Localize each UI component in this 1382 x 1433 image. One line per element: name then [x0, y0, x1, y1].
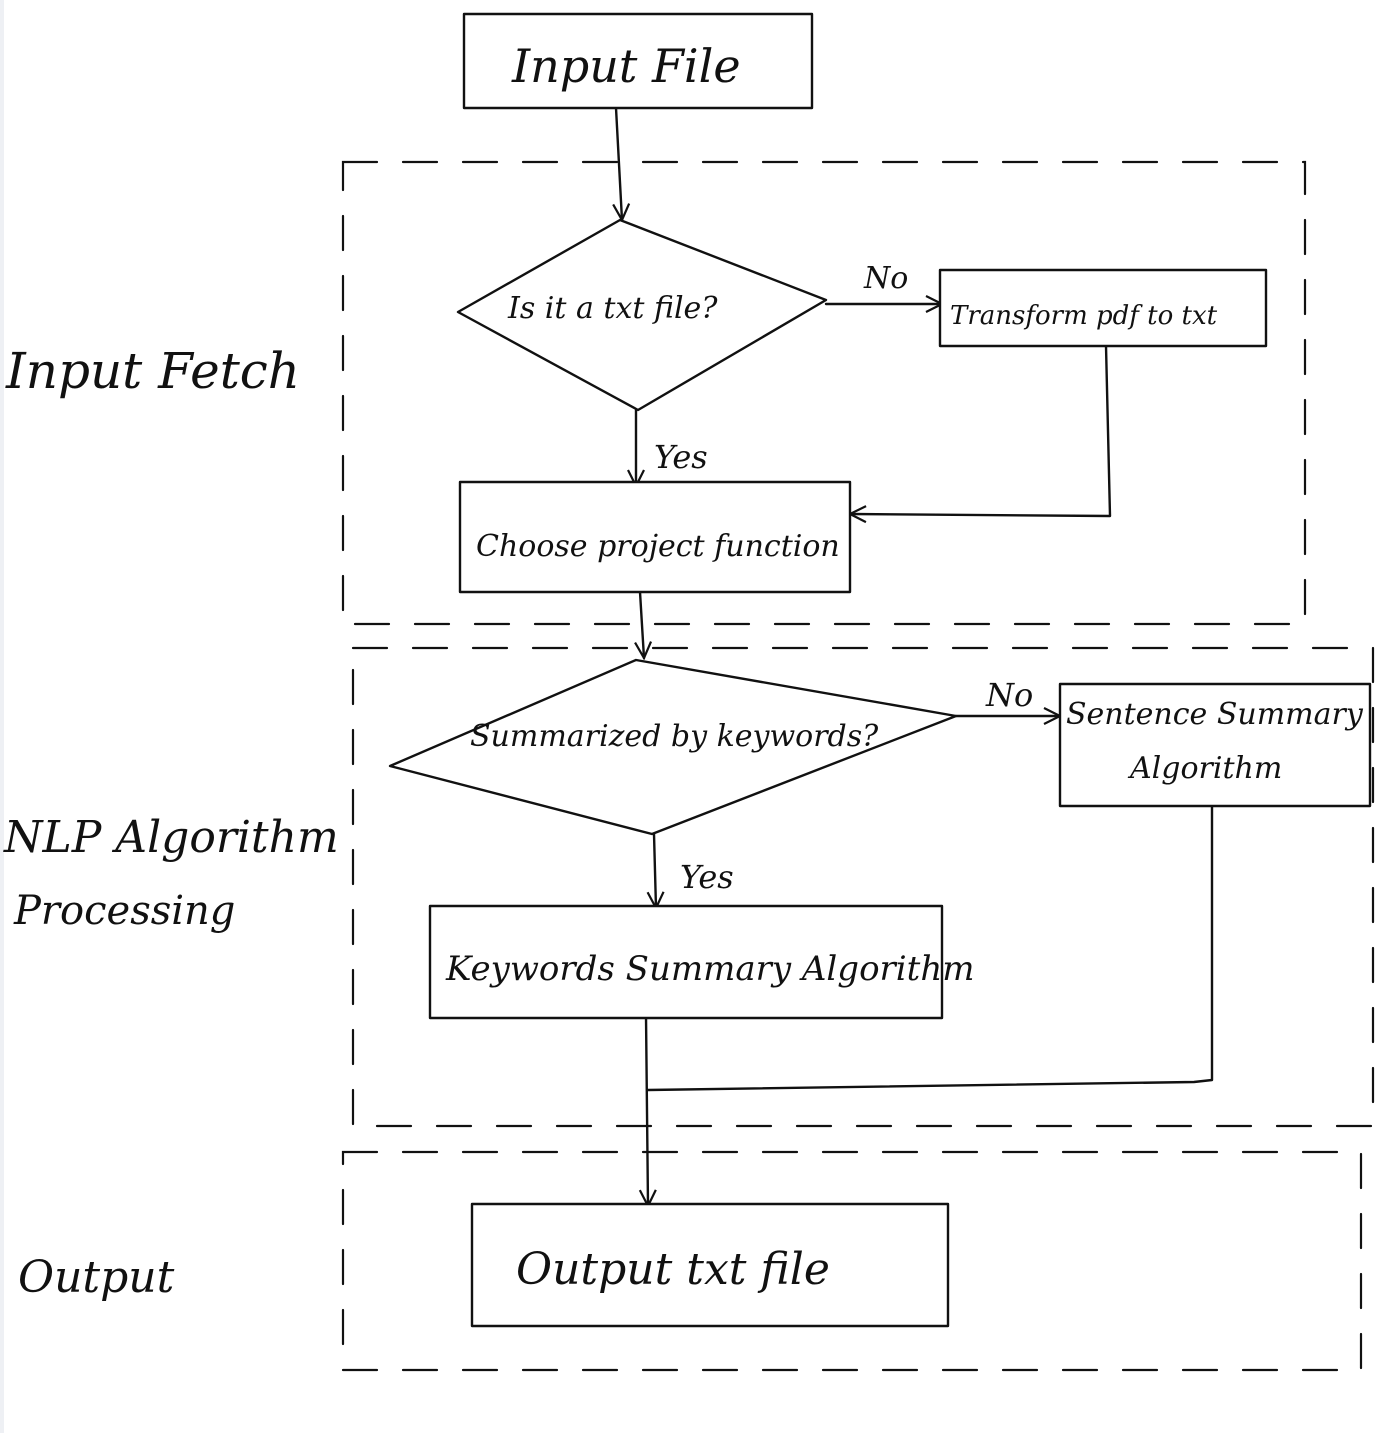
input-fetch-group [341, 160, 1307, 626]
edge-label-no-1: No [863, 261, 908, 296]
edge-input-to-decision1 [616, 106, 622, 220]
output-group [341, 1150, 1363, 1372]
section-label-output: Output [18, 1252, 175, 1303]
node-is-txt-label: Is it a txt file? [507, 291, 718, 326]
edge-sentence-to-merge [646, 804, 1214, 1092]
node-keywords-summary [428, 904, 944, 1020]
node-choose-function-label: Choose project function [476, 529, 840, 564]
edge-choose-to-decision2 [640, 590, 644, 658]
edge-transform-to-choose [850, 344, 1112, 516]
node-keywords-summary-label: Keywords Summary Algorithm [445, 949, 974, 989]
section-label-nlp-line1: NLP Algorithm [3, 812, 339, 863]
node-input-file-label: Input File [511, 39, 741, 93]
node-summarized-label: Summarized by keywords? [470, 719, 879, 754]
node-transform [938, 268, 1268, 348]
section-label-input-fetch: Input Fetch [5, 342, 300, 400]
nlp-processing-group [351, 646, 1375, 1128]
node-output-file [470, 1202, 950, 1328]
node-output-file-label: Output txt file [516, 1244, 830, 1295]
node-transform-label: Transform pdf to txt [950, 301, 1218, 331]
edge-keywords-to-output [646, 1014, 648, 1206]
page-edge-strip [0, 0, 4, 1433]
node-sentence-summary [1058, 682, 1372, 808]
edge-label-yes-1: Yes [654, 438, 708, 476]
edge-label-yes-2: Yes [680, 858, 734, 896]
section-label-nlp-line2: Processing [13, 888, 235, 934]
node-is-txt-decision [456, 218, 828, 412]
edge-label-no-2: No [985, 676, 1033, 714]
node-sentence-summary-line2: Algorithm [1127, 751, 1282, 786]
node-summarized-decision [388, 658, 958, 836]
node-input-file [462, 12, 814, 110]
node-sentence-summary-line1: Sentence Summary [1066, 697, 1364, 732]
edge-decision2-yes [654, 832, 656, 908]
node-choose-function [458, 480, 852, 594]
